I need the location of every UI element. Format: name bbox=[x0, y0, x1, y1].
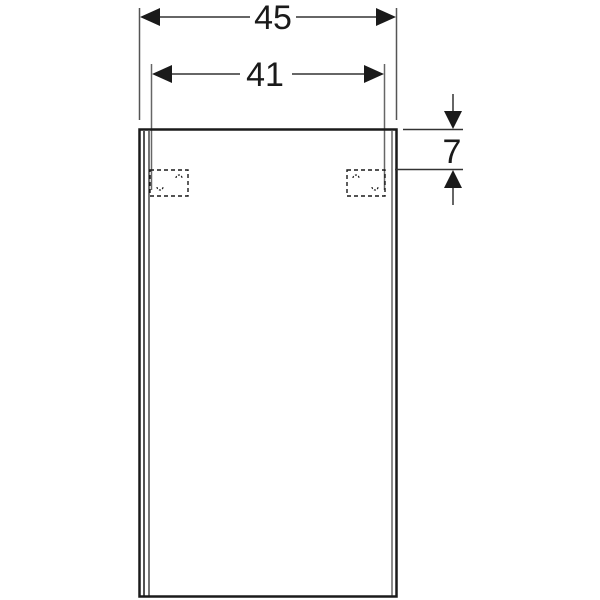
arrowhead-up-icon bbox=[444, 170, 462, 188]
arrowhead-left-icon bbox=[152, 65, 172, 83]
overall-width-label: 45 bbox=[254, 0, 292, 37]
arrowhead-down-icon bbox=[444, 111, 462, 129]
screw-hole-icon bbox=[352, 174, 360, 179]
mounting-bracket-right bbox=[346, 169, 386, 197]
arrowhead-right-icon bbox=[376, 8, 396, 26]
screw-hole-icon bbox=[371, 186, 379, 191]
mounting-width-dimension: 41 bbox=[152, 56, 384, 94]
screw-hole-icon bbox=[175, 174, 183, 179]
cabinet-body bbox=[138, 128, 398, 598]
mounting-offset-label: 7 bbox=[443, 133, 462, 171]
mounting-offset-dimension: 7 bbox=[395, 94, 463, 205]
overall-width-dimension: 45 bbox=[140, 0, 396, 37]
mounting-width-label: 41 bbox=[246, 56, 284, 94]
arrowhead-right-icon bbox=[364, 65, 384, 83]
mounting-bracket-left bbox=[149, 169, 189, 197]
screw-hole-icon bbox=[156, 186, 164, 191]
arrowhead-left-icon bbox=[140, 8, 160, 26]
